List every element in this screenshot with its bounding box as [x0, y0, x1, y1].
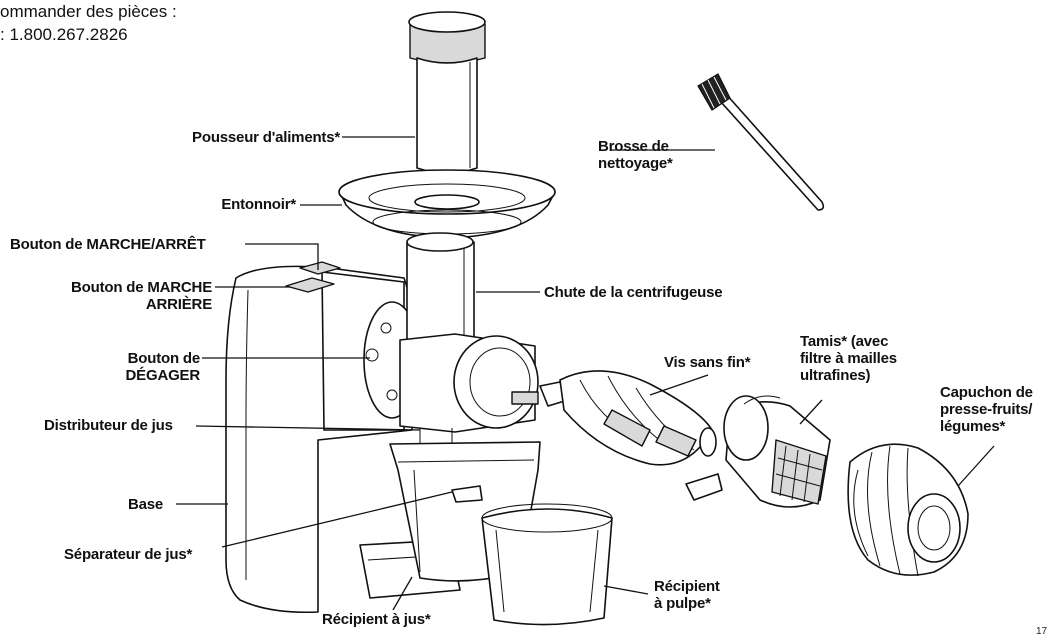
label-juice-container: Récipient à jus* — [322, 611, 431, 628]
auger-illustration — [539, 370, 717, 466]
food-pusher-illustration — [408, 11, 486, 174]
parts-order-text: ommander des pièces : — [0, 2, 177, 21]
leader-lines — [176, 136, 995, 611]
label-on-off-button: Bouton de MARCHE/ARRÊT — [10, 236, 206, 253]
label-food-pusher: Pousseur d'aliments* — [192, 129, 340, 146]
funnel-illustration — [338, 169, 556, 239]
label-cleaning-brush: Brosse de nettoyage* — [598, 138, 673, 172]
label-base: Base — [128, 496, 164, 513]
label-auger: Vis sans fin* — [664, 354, 751, 371]
label-funnel: Entonnoir* — [221, 196, 296, 213]
cleaning-brush-illustration — [697, 73, 825, 211]
label-strainer: Tamis* (avec filtre à mailles ultrafines… — [800, 333, 897, 384]
label-chute: Chute de la centrifugeuse — [544, 284, 723, 301]
pulp-container-illustration — [481, 503, 613, 626]
label-cap: Capuchon de presse-fruits/ légumes* — [940, 384, 1033, 435]
label-juice-spout: Distributeur de jus — [44, 417, 173, 434]
label-reverse-button: Bouton de MARCHE ARRIÈRE — [71, 279, 212, 313]
strainer-illustration — [685, 395, 831, 508]
label-release-button: Bouton de DÉGAGER — [125, 350, 201, 384]
parts-phone-number: : 1.800.267.2826 — [0, 25, 128, 44]
chute-illustration — [399, 232, 539, 452]
cap-illustration — [847, 443, 969, 577]
page-number: 17 — [1036, 626, 1048, 637]
label-juice-separator: Séparateur de jus* — [64, 546, 193, 563]
label-pulp-container: Récipient à pulpe* — [654, 578, 720, 612]
